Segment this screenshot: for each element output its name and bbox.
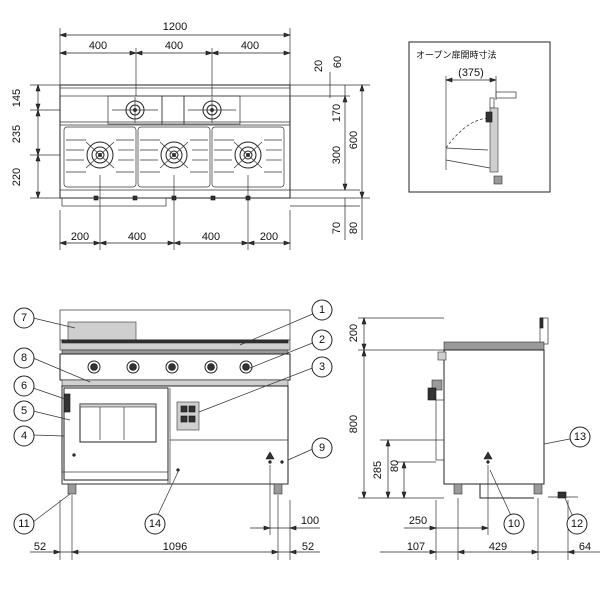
dim-front-100: 100 <box>301 515 319 527</box>
svg-text:13: 13 <box>574 431 586 443</box>
front-burner-3 <box>233 141 263 169</box>
dim-right-600: 600 <box>348 131 360 149</box>
front-burner-1 <box>85 141 115 169</box>
knob-4[interactable] <box>204 360 218 374</box>
callout-13: 13 <box>569 426 591 448</box>
dim-front-52-left: 52 <box>34 541 46 553</box>
dim-front-1096: 1096 <box>163 541 187 553</box>
dim-bottom-200-right: 200 <box>260 231 278 243</box>
svg-text:12: 12 <box>571 518 583 530</box>
callout-7: 7 <box>13 307 35 329</box>
dim-right-70: 70 <box>331 222 343 234</box>
callout-10: 10 <box>503 513 525 535</box>
dim-front-52-right: 52 <box>302 541 314 553</box>
svg-text:3: 3 <box>319 361 325 373</box>
svg-text:8: 8 <box>21 352 27 364</box>
door-open-inset <box>408 41 551 193</box>
rear-burner-2 <box>188 97 236 123</box>
dim-right-170: 170 <box>331 104 343 122</box>
rear-burner-1 <box>112 97 158 123</box>
callout-9: 9 <box>311 437 333 459</box>
callout-14: 14 <box>144 513 166 535</box>
knob-3[interactable] <box>165 360 179 374</box>
callout-4: 4 <box>13 425 35 447</box>
dim-left-145: 145 <box>11 89 23 107</box>
svg-text:4: 4 <box>21 430 27 442</box>
callout-8: 8 <box>13 347 35 369</box>
callout-2: 2 <box>311 329 333 351</box>
dim-top-right-60: 60 <box>332 56 344 68</box>
svg-text:14: 14 <box>149 518 161 530</box>
inset-dim-375: (375) <box>458 67 484 79</box>
callout-6: 6 <box>13 375 35 397</box>
dim-side-800: 800 <box>348 415 360 433</box>
dim-top-spacing-2: 400 <box>165 40 183 52</box>
svg-text:9: 9 <box>319 442 325 454</box>
knob-2[interactable] <box>126 360 140 374</box>
dim-side-107: 107 <box>407 541 425 553</box>
callout-1: 1 <box>311 299 333 321</box>
dim-top-right-20: 20 <box>313 60 325 72</box>
top-view <box>30 28 370 250</box>
callout-leaders <box>32 312 581 523</box>
svg-text:7: 7 <box>21 312 27 324</box>
callout-5: 5 <box>13 400 35 422</box>
callout-11: 11 <box>13 513 35 535</box>
dim-bottom-400-a: 400 <box>128 231 146 243</box>
dim-bottom-200-left: 200 <box>71 231 89 243</box>
callout-3: 3 <box>311 356 333 378</box>
front-view <box>30 309 320 560</box>
dim-left-220: 220 <box>11 168 23 186</box>
callout-12: 12 <box>566 513 588 535</box>
dim-side-200: 200 <box>348 324 360 342</box>
dim-side-80: 80 <box>389 460 401 472</box>
svg-text:10: 10 <box>508 518 520 530</box>
svg-text:6: 6 <box>21 380 27 392</box>
dim-right-300: 300 <box>331 146 343 164</box>
dim-side-285: 285 <box>372 461 384 479</box>
svg-text:1: 1 <box>319 304 325 316</box>
svg-text:2: 2 <box>319 334 325 346</box>
svg-text:11: 11 <box>18 518 29 530</box>
dim-top-spacing-1: 400 <box>89 40 107 52</box>
knob-5[interactable] <box>239 360 253 374</box>
svg-text:5: 5 <box>21 405 27 417</box>
dim-left-235: 235 <box>11 125 23 143</box>
dim-bottom-400-b: 400 <box>202 231 220 243</box>
dim-top-spacing-3: 400 <box>241 40 259 52</box>
dim-right-80: 80 <box>348 222 360 234</box>
inset-label: オープン扉開時寸法 <box>416 49 496 61</box>
dim-side-64: 64 <box>579 541 591 553</box>
dim-side-429: 429 <box>489 541 507 553</box>
knob-1[interactable] <box>87 360 101 374</box>
front-burner-2 <box>159 141 189 169</box>
side-view <box>358 317 600 560</box>
dim-side-250: 250 <box>409 515 427 527</box>
dim-top-total: 1200 <box>163 21 187 33</box>
